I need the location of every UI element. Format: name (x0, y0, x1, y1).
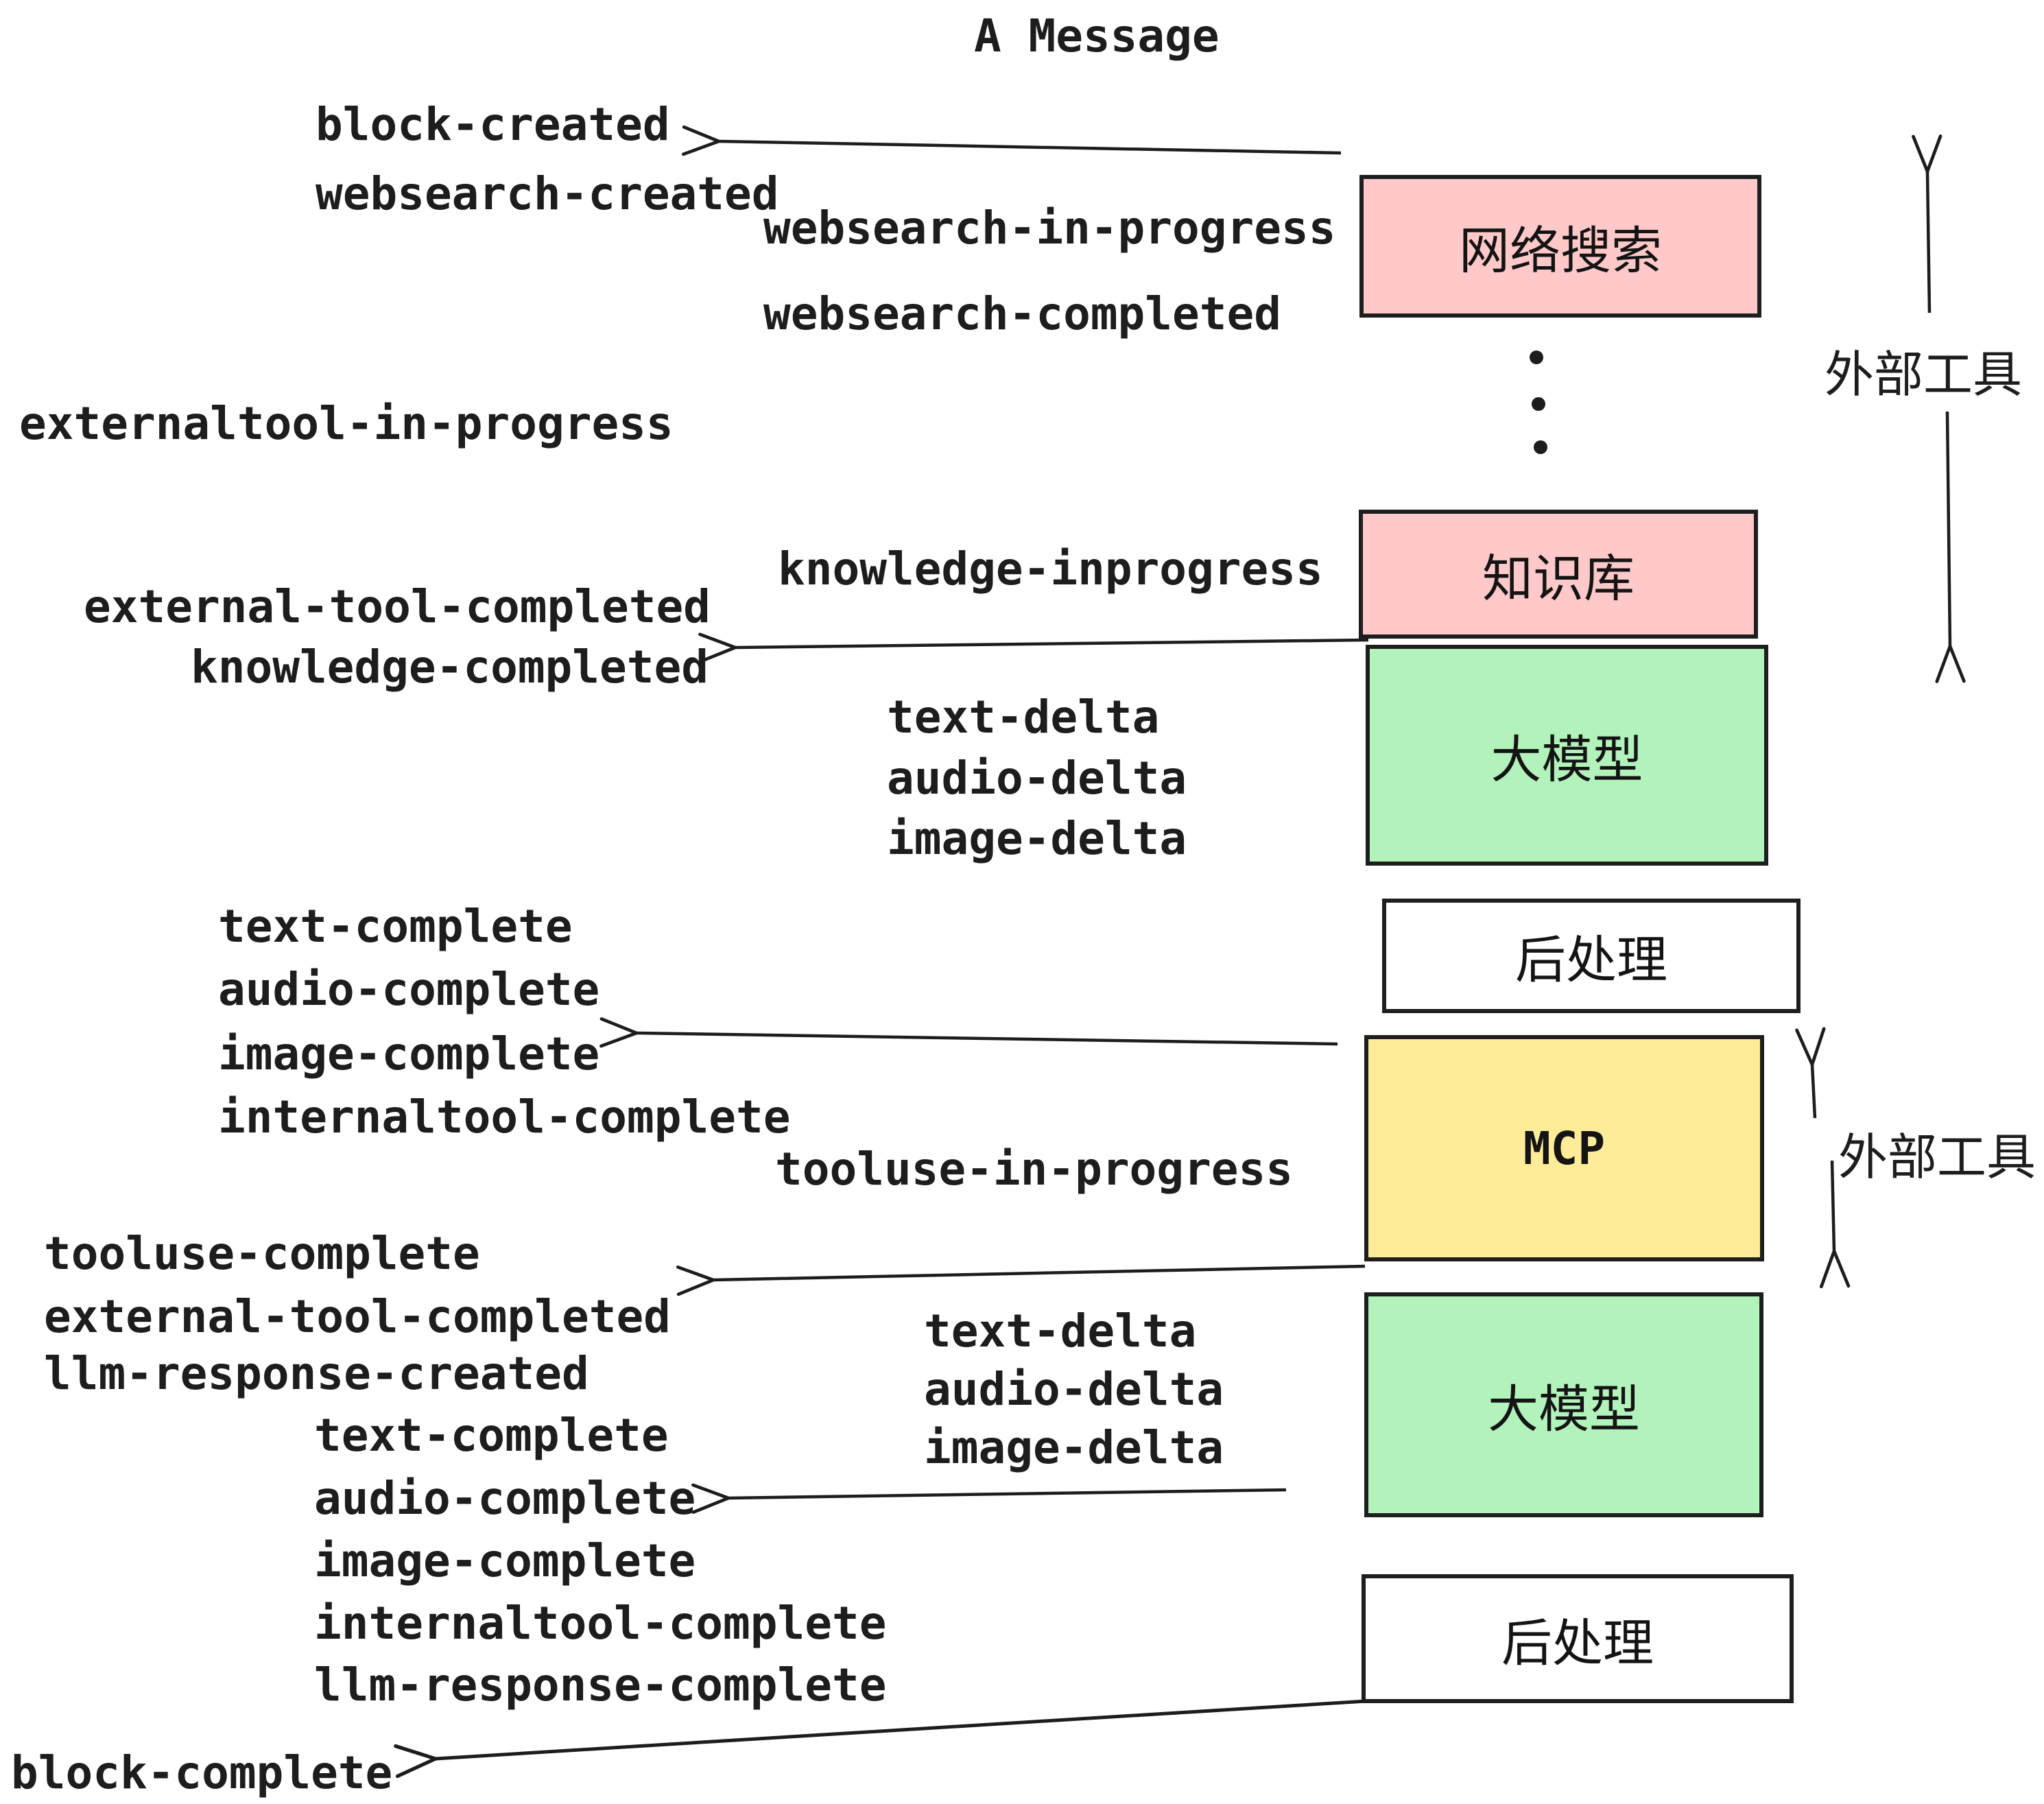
event-label-block-complete: block-complete (11, 1746, 393, 1799)
arrow-to-tooluse-complete-icon (676, 1264, 1366, 1296)
external-tools-label-bottom: 外部工具 (1838, 1128, 2036, 1186)
event-label-audio-complete: audio-complete (218, 963, 600, 1016)
arrow-to-block-created-icon (681, 125, 1342, 156)
event-label-tooluse-in-progress: tooluse-in-progress (775, 1143, 1293, 1196)
box-llm-2: 大模型 (1364, 1292, 1763, 1517)
box-mcp: MCP (1364, 1035, 1764, 1261)
box-websearch: 网络搜索 (1359, 175, 1761, 318)
event-label-internaltool-complete-2: internaltool-complete (314, 1597, 887, 1650)
event-label-audio-delta-2: audio-delta (924, 1363, 1224, 1416)
box-llm-1: 大模型 (1366, 645, 1768, 866)
ellipsis-dots-icon (1530, 351, 1547, 454)
event-label-internaltool-complete: internaltool-complete (218, 1091, 791, 1143)
mcp-external-tools-down-arrow-icon (1820, 1160, 1851, 1289)
diagram-title: A Message (974, 10, 1220, 62)
event-label-text-complete: text-complete (218, 900, 573, 953)
mcp-external-tools-up-arrow-icon (1795, 1027, 1826, 1119)
event-label-image-complete-2: image-complete (314, 1534, 696, 1587)
external-tools-label-top: 外部工具 (1825, 346, 2023, 403)
event-label-audio-complete-2: audio-complete (314, 1472, 696, 1525)
arrow-to-block-complete-icon (394, 1699, 1367, 1779)
event-label-knowledge-completed: knowledge-completed (191, 641, 709, 693)
event-label-llm-response-created: llm-response-created (44, 1347, 589, 1400)
arrow-to-audio-complete-icon (691, 1483, 1287, 1514)
box-llm-1-label: 大模型 (1490, 730, 1643, 790)
box-postprocess-2: 后处理 (1362, 1574, 1794, 1703)
box-postprocess-1-label: 后处理 (1515, 931, 1667, 990)
box-postprocess-1: 后处理 (1382, 899, 1801, 1013)
event-label-external-tool-completed: external-tool-completed (84, 580, 711, 633)
external-tools-down-arrow-icon (1935, 411, 1966, 683)
box-knowledge-base: 知识库 (1359, 510, 1758, 639)
box-knowledge-base-label: 知识库 (1482, 549, 1635, 608)
event-label-image-delta: image-delta (887, 812, 1187, 865)
event-label-block-created: block-created (316, 98, 670, 151)
box-postprocess-2-label: 后处理 (1501, 1613, 1654, 1673)
arrow-to-image-complete-icon (599, 1017, 1338, 1048)
event-label-text-delta: text-delta (887, 691, 1160, 744)
box-websearch-label: 网络搜索 (1459, 221, 1662, 281)
event-label-tooluse-complete: tooluse-complete (44, 1227, 480, 1280)
event-label-knowledge-inprogress: knowledge-inprogress (778, 543, 1323, 595)
event-label-text-complete-2: text-complete (314, 1409, 669, 1462)
event-label-websearch-created: websearch-created (316, 167, 779, 220)
event-label-externaltool-in-progress: externaltool-in-progress (19, 397, 674, 450)
event-label-llm-response-complete: llm-response-complete (314, 1659, 887, 1711)
arrow-to-knowledge-completed-icon (698, 632, 1369, 663)
external-tools-up-arrow-icon (1912, 134, 1942, 313)
event-label-image-delta-2: image-delta (924, 1421, 1224, 1474)
event-label-external-tool-completed-2: external-tool-completed (44, 1290, 671, 1343)
event-label-websearch-in-progress: websearch-in-progress (763, 202, 1336, 254)
box-llm-2-label: 大模型 (1488, 1379, 1640, 1439)
event-label-audio-delta: audio-delta (887, 752, 1187, 805)
box-mcp-label: MCP (1523, 1121, 1606, 1175)
event-label-image-complete: image-complete (218, 1028, 600, 1080)
event-label-websearch-completed: websearch-completed (763, 287, 1281, 340)
event-label-text-delta-2: text-delta (924, 1305, 1197, 1357)
